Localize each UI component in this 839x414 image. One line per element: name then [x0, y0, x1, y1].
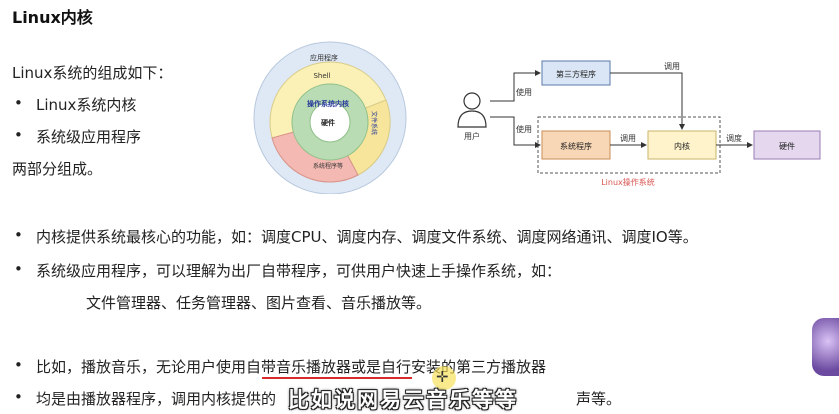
third-party-box	[541, 60, 611, 86]
system-program-box	[541, 130, 611, 160]
red-underline	[262, 377, 412, 379]
slide-title: Linux内核	[12, 8, 93, 27]
dispatch-label: 调度	[726, 133, 742, 143]
ring-sysprog-label: 系统程序等	[313, 162, 343, 170]
arrow-third-kernel	[610, 72, 685, 130]
kernel-box	[647, 130, 717, 160]
part-kernel: Linux系统内核	[14, 94, 137, 115]
point-player-call-end: 声等。	[576, 390, 622, 408]
use-label-1: 使用	[516, 87, 532, 97]
cursor-highlight	[432, 366, 456, 390]
user-label: 用户	[464, 131, 480, 141]
flow-diagram: 用户 Linux操作系统 第三方程序 系统程序 内核 硬件 使用 使用 调用 调…	[457, 60, 821, 187]
ring-kernel-label: 操作系统内核	[307, 99, 349, 108]
ring-shell-label: Shell	[313, 72, 330, 80]
ring-diagram: 应用程序 Shell 操作系统内核 硬件 文件系统 系统程序等	[253, 41, 407, 194]
system-program-label: 系统程序	[560, 141, 592, 151]
avatar	[812, 318, 839, 376]
point-kernel-functions: 内核提供系统最核心的功能，如：调度CPU、调度内存、调度文件系统、调度网络通讯、…	[14, 226, 698, 247]
part-sysapps: 系统级应用程序	[14, 126, 141, 147]
intro-text: Linux系统的组成如下：	[12, 64, 173, 82]
point-system-apps-examples: 文件管理器、任务管理器、图片查看、音乐播放等。	[86, 294, 432, 312]
hardware-box	[753, 130, 821, 160]
call-label-2: 调用	[620, 134, 636, 143]
ring-fs-label: 文件系统	[370, 111, 378, 135]
third-party-label: 第三方程序	[556, 69, 596, 79]
ring-outer-label: 应用程序	[310, 53, 338, 62]
os-label: Linux操作系统	[601, 177, 655, 187]
ring-core-label: 硬件	[321, 118, 335, 127]
arrow-user-third	[490, 70, 541, 102]
use-label-2: 使用	[516, 124, 532, 134]
point-music-example: 比如，播放音乐，无论用户使用自带音乐播放器或是自行安装的第三方播放器	[14, 356, 546, 377]
video-subtitle: 比如说网易云音乐等等	[288, 388, 518, 412]
hardware-label: 硬件	[779, 141, 795, 151]
point-player-call: 均是由播放器程序，调用内核提供的	[14, 388, 276, 409]
arrow-user-system	[490, 116, 541, 148]
point-system-apps: 系统级应用程序，可以理解为出厂自带程序，可供用户快速上手操作系统，如：	[14, 260, 561, 281]
kernel-label: 内核	[674, 141, 690, 151]
crosshair-cursor-icon: ✛	[436, 368, 449, 386]
parts-suffix: 两部分组成。	[12, 160, 103, 178]
call-label-1: 调用	[664, 62, 680, 71]
ring-core	[309, 101, 351, 143]
user-icon	[457, 92, 487, 128]
